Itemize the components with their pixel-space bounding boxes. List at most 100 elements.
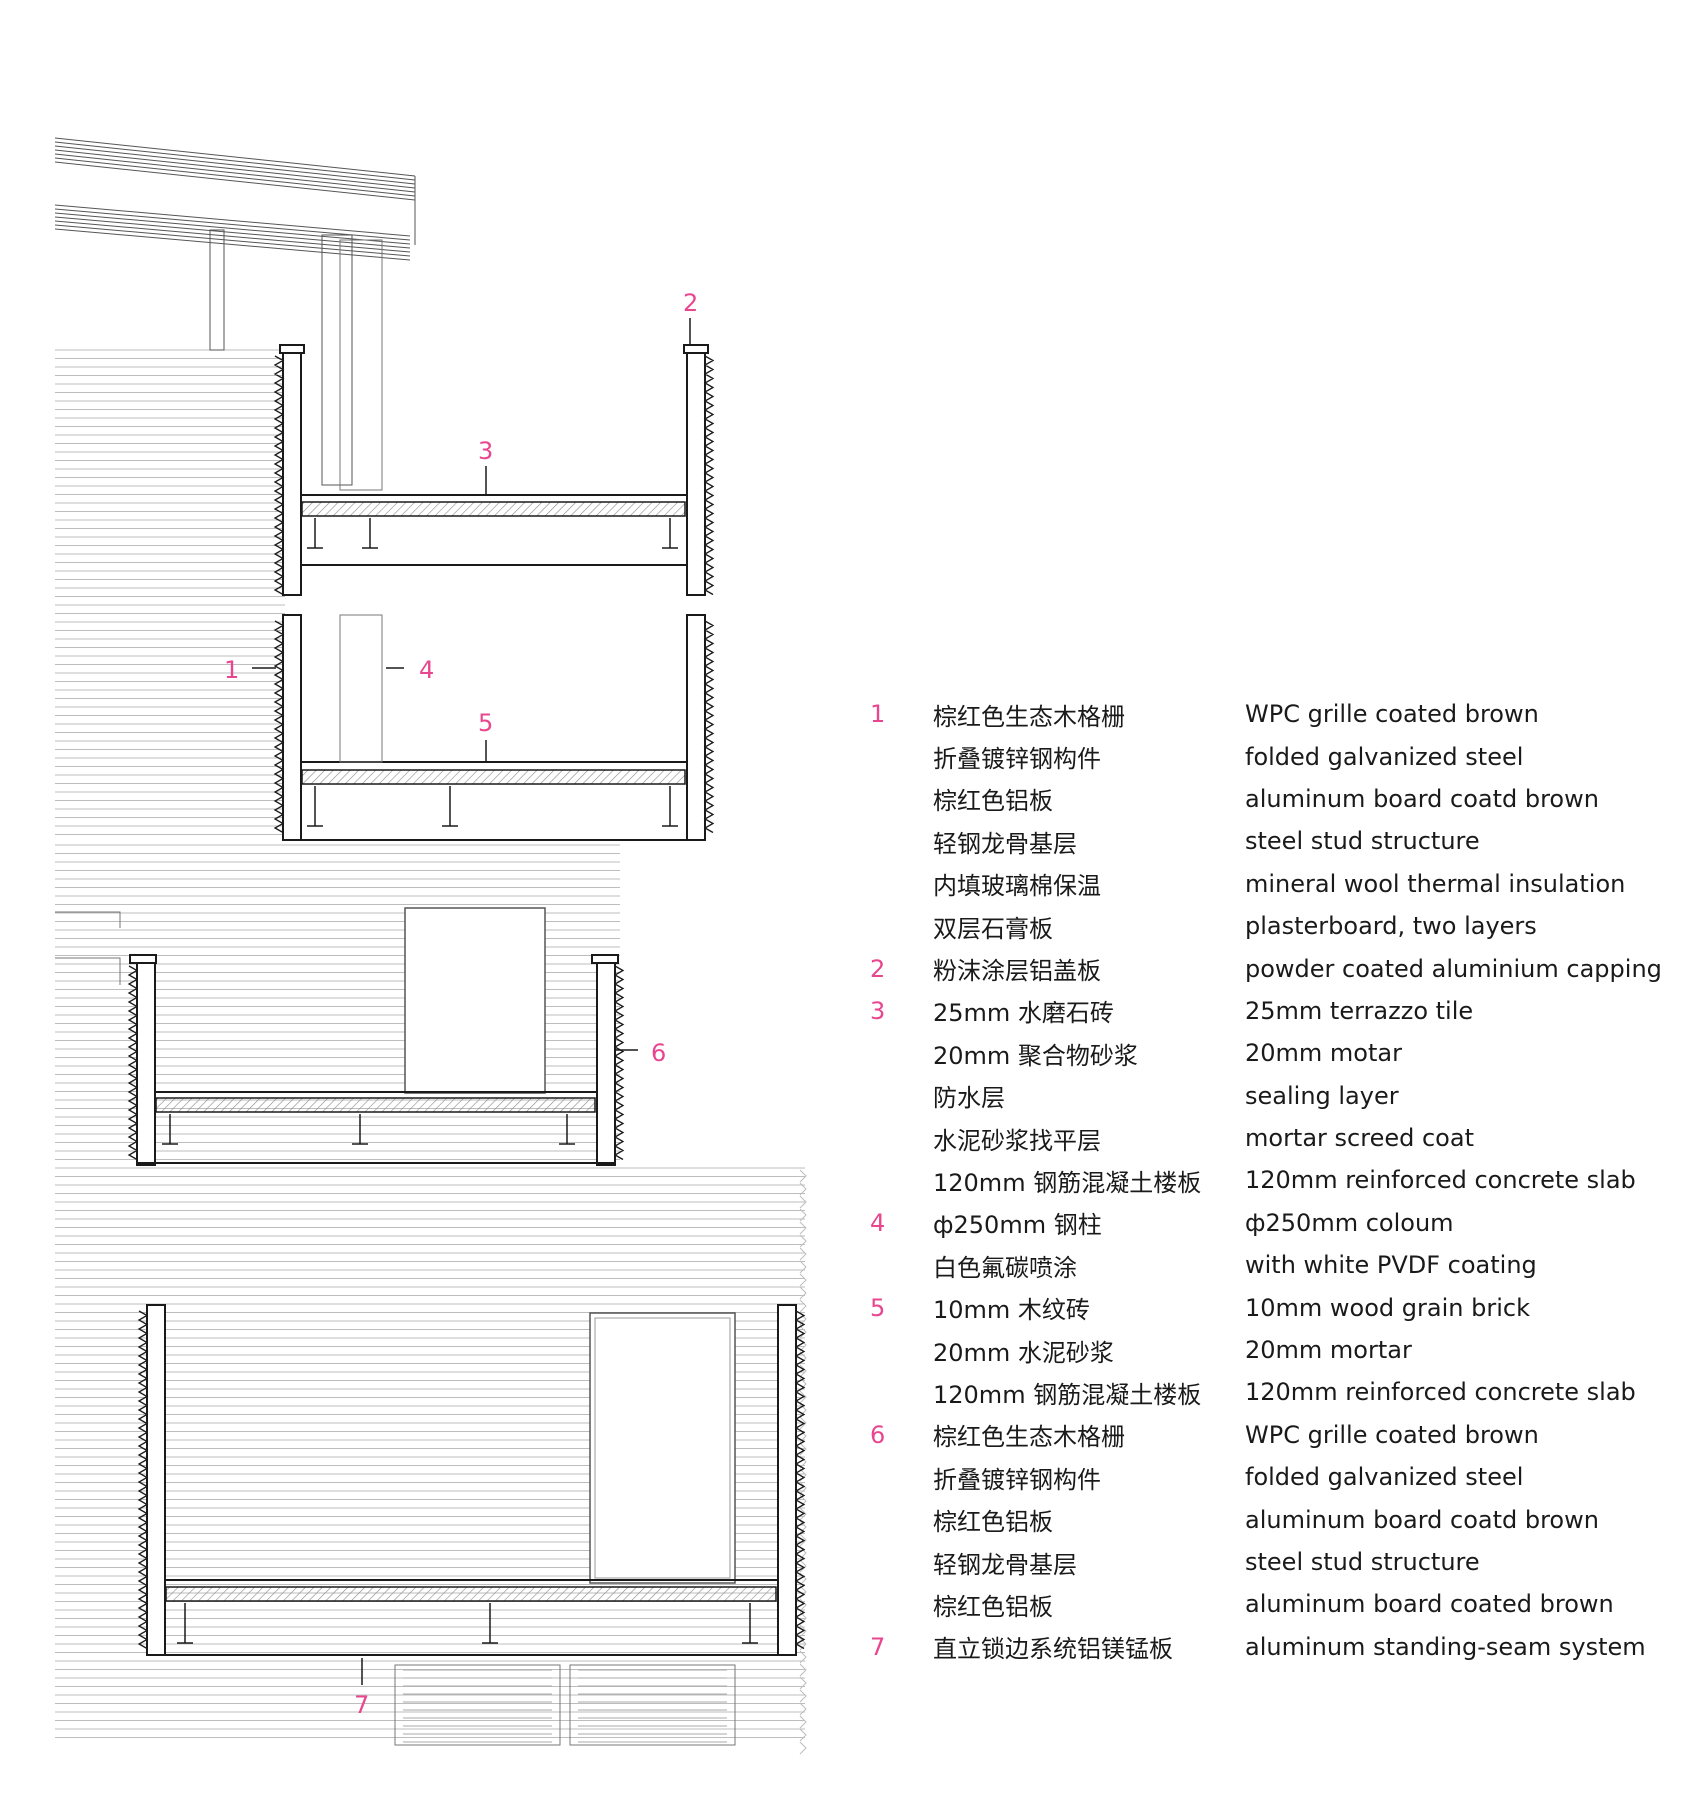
legend-chinese-label: 轻钢龙骨基层 <box>933 1550 1077 1579</box>
legend-chinese-label: 白色氟碳喷涂 <box>933 1253 1077 1282</box>
legend-english-label: plasterboard, two layers <box>1245 912 1537 941</box>
legend-english-label: 25mm terrazzo tile <box>1245 996 1474 1025</box>
legend-english-label: 120mm reinforced concrete slab <box>1245 1378 1636 1407</box>
roof-line <box>54 153 416 193</box>
siding-edge <box>799 1598 807 1612</box>
legend-english-label: aluminum board coatd brown <box>1245 784 1599 813</box>
steel-column <box>339 614 383 763</box>
wpc-grille <box>273 620 285 834</box>
siding-edge <box>799 1208 807 1222</box>
legend-english-label: 20mm motar <box>1245 1039 1402 1068</box>
legend-english-label: aluminum board coated brown <box>1245 1590 1614 1619</box>
legend-english-label: steel stud structure <box>1245 827 1480 856</box>
legend-row: 棕红色铝板 aluminum board coated brown <box>870 1583 1670 1625</box>
capping <box>591 954 619 964</box>
wall-section <box>282 349 302 596</box>
floor-slab <box>301 501 686 517</box>
callout-3: 3 <box>478 437 494 465</box>
legend-chinese-label: 棕红色生态木格栅 <box>933 702 1125 731</box>
facade-windows <box>55 907 736 1746</box>
wall-section <box>596 959 616 1166</box>
legend-english-label: powder coated aluminium capping <box>1245 954 1662 983</box>
wall-section <box>146 1304 166 1656</box>
legend-chinese-label: 棕红色铝板 <box>933 1592 1053 1621</box>
siding-edge <box>799 1559 807 1573</box>
legend-chinese-label: 10mm 木纹砖 <box>933 1296 1090 1325</box>
roof-line <box>54 204 411 237</box>
legend-number: 7 <box>870 1632 886 1661</box>
shutter-door <box>569 1664 736 1746</box>
legend-chinese-label: 内填玻璃棉保温 <box>933 872 1101 901</box>
roof-line <box>54 157 416 197</box>
roof-line <box>54 137 416 177</box>
legend-english-label: aluminum standing-seam system <box>1245 1632 1646 1661</box>
legend-number: 1 <box>870 700 886 729</box>
legend-row: 棕红色铝板 aluminum board coatd brown <box>870 778 1670 820</box>
roof-post <box>321 234 353 486</box>
legend-english-label: ф250mm coloum <box>1245 1208 1454 1237</box>
roof-line <box>54 212 411 245</box>
wall-section <box>686 614 706 841</box>
legend-chinese-label: 25mm 水磨石砖 <box>933 999 1114 1028</box>
legend-number: 2 <box>870 954 886 983</box>
siding-edge <box>799 1728 807 1742</box>
callout-5: 5 <box>478 709 494 737</box>
steel-column <box>339 239 383 491</box>
legend-chinese-label: 直立锁边系统铝镁锰板 <box>933 1635 1173 1664</box>
wpc-grille <box>613 965 625 1161</box>
siding-edge <box>799 1260 807 1274</box>
roof-line <box>54 224 411 257</box>
wall-section <box>136 959 156 1166</box>
siding-edge <box>799 1650 807 1664</box>
legend-chinese-label: 棕红色生态木格栅 <box>933 1423 1125 1452</box>
wpc-grille <box>794 1310 806 1650</box>
legend-chinese-label: 20mm 聚合物砂浆 <box>933 1041 1138 1070</box>
legend-chinese-label: 棕红色铝板 <box>933 787 1053 816</box>
legend-chinese-label: 轻钢龙骨基层 <box>933 829 1077 858</box>
wpc-grille <box>137 1310 149 1650</box>
legend-chinese-label: 20mm 水泥砂浆 <box>933 1338 1114 1367</box>
callout-2: 2 <box>683 289 699 317</box>
legend-chinese-label: 120mm 钢筋混凝土楼板 <box>933 1380 1202 1409</box>
roof-post <box>209 229 225 351</box>
facade-trim <box>55 957 121 985</box>
capping <box>683 344 709 354</box>
window <box>589 1312 736 1584</box>
siding-edge <box>799 1689 807 1703</box>
shutter-door <box>394 1664 561 1746</box>
callout-7: 7 <box>354 1691 370 1719</box>
capping <box>279 344 305 354</box>
callout-1: 1 <box>224 656 240 684</box>
siding-edge <box>799 1221 807 1235</box>
siding-edge <box>799 1663 807 1677</box>
siding-edge <box>799 1247 807 1261</box>
wpc-grille <box>273 355 285 596</box>
facade-trim <box>55 911 121 928</box>
roof-line <box>54 141 416 181</box>
wall-section <box>282 614 302 841</box>
wall-section <box>777 1304 797 1656</box>
siding-edge <box>799 1442 807 1456</box>
wpc-grille <box>703 620 715 834</box>
roof-line <box>54 161 416 201</box>
roof-line <box>54 220 411 253</box>
legend-row: 120mm 钢筋混凝土楼板 120mm reinforced concrete s… <box>870 1371 1670 1413</box>
siding-edge <box>799 1299 807 1313</box>
legend-row: 20mm 聚合物砂浆 20mm motar <box>870 1032 1670 1074</box>
legend-english-label: 120mm reinforced concrete slab <box>1245 1166 1636 1195</box>
legend-row: 轻钢龙骨基层 steel stud structure <box>870 820 1670 862</box>
siding-edge <box>799 1507 807 1521</box>
